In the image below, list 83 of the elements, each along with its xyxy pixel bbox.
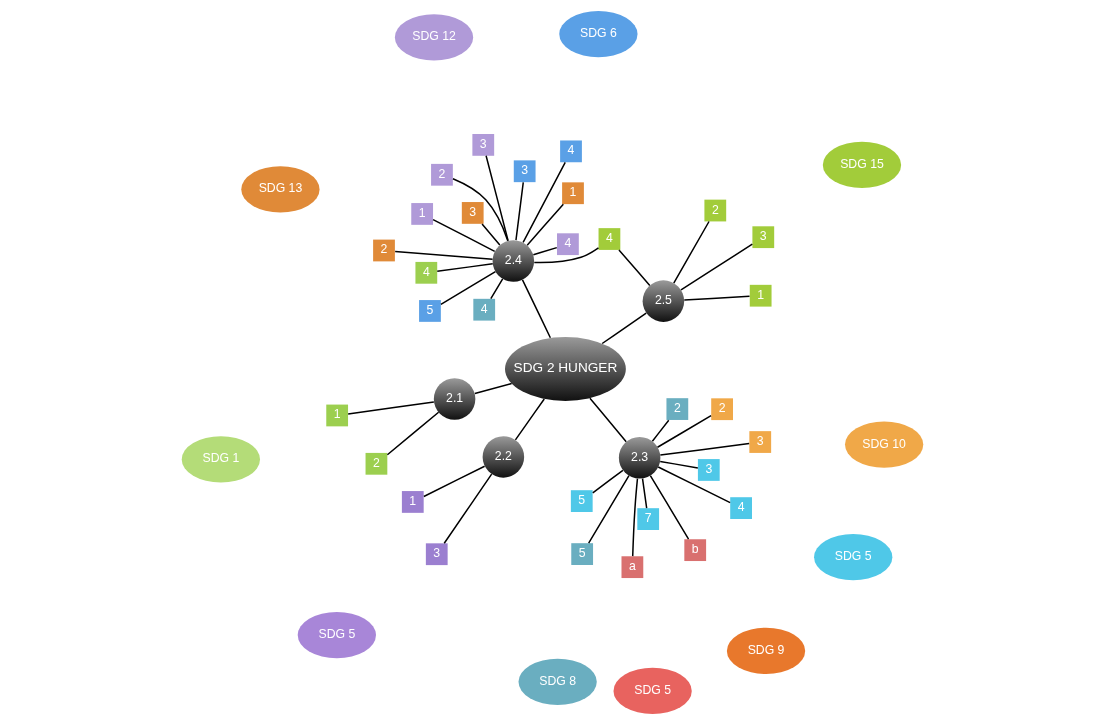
- node-ellipse: SDG 10: [845, 421, 924, 468]
- node-box: 1: [326, 404, 349, 427]
- node-ellipse: SDG 1: [181, 436, 260, 483]
- connector: [526, 203, 565, 246]
- node-ellipse: SDG 5: [814, 534, 893, 581]
- connector: [423, 465, 486, 498]
- connector: [440, 270, 497, 306]
- node-ellipse: SDG 13: [241, 166, 320, 213]
- node-ellipse: SDG 9: [726, 627, 806, 675]
- connector: [601, 312, 647, 345]
- connector: [452, 178, 509, 242]
- connector: [443, 473, 493, 544]
- node-box: 4: [598, 228, 621, 250]
- node-box: 2: [711, 398, 733, 421]
- connector: [514, 398, 545, 441]
- node-box: 2: [666, 398, 689, 420]
- node-ellipse: SDG 5: [297, 611, 376, 659]
- connector: [683, 295, 751, 301]
- node-ellipse: SDG 12: [394, 14, 474, 61]
- connector: [481, 223, 501, 246]
- node-box: 1: [411, 203, 434, 225]
- connector: [651, 419, 670, 443]
- node-box: 5: [570, 490, 593, 512]
- node-box: 4: [557, 233, 579, 256]
- node-box: 3: [472, 134, 495, 156]
- node-box: 3: [749, 431, 772, 453]
- connector: [436, 263, 494, 273]
- connector: [649, 474, 690, 540]
- connector: [587, 474, 630, 544]
- connector: [432, 218, 496, 253]
- node-box: 4: [473, 298, 496, 321]
- connector: [589, 397, 627, 443]
- connector: [521, 279, 552, 339]
- node-box: 1: [749, 284, 772, 307]
- connector: [490, 278, 504, 300]
- node-box: 5: [419, 300, 441, 322]
- connector: [659, 460, 699, 469]
- connector: [533, 247, 600, 264]
- node-ellipse: SDG 2 HUNGER: [505, 336, 626, 401]
- node-box: 4: [415, 261, 438, 284]
- connector: [474, 382, 513, 395]
- node-box: 2: [373, 239, 395, 262]
- node-circle: 2.3: [618, 437, 661, 479]
- node-box: 3: [513, 160, 536, 183]
- node-box: b: [684, 539, 707, 562]
- node-ellipse: SDG 15: [822, 141, 902, 189]
- node-box: a: [621, 556, 644, 579]
- node-circle: 2.2: [482, 436, 525, 478]
- connector: [641, 477, 648, 509]
- connector: [673, 220, 710, 284]
- connector: [532, 246, 558, 256]
- node-box: 7: [637, 508, 660, 530]
- connector: [618, 249, 651, 287]
- connector: [515, 181, 524, 241]
- connector: [347, 401, 435, 415]
- connector: [522, 161, 566, 244]
- node-box: 3: [697, 459, 720, 481]
- connector: [485, 155, 509, 242]
- node-box: 1: [401, 491, 424, 513]
- node-box: 2: [365, 452, 388, 475]
- node-ellipse: SDG 5: [613, 667, 692, 715]
- connector: [680, 243, 754, 291]
- node-box: 4: [730, 497, 752, 519]
- node-box: 3: [752, 226, 775, 249]
- node-box: 4: [560, 140, 582, 163]
- node-box: 2: [704, 199, 727, 222]
- node-box: 3: [425, 543, 448, 566]
- node-box: 2: [431, 163, 453, 186]
- node-box: 3: [461, 202, 484, 224]
- node-box: 5: [571, 543, 594, 565]
- connector: [592, 469, 624, 494]
- node-circle: 2.4: [492, 240, 535, 282]
- node-box: 1: [562, 182, 584, 205]
- node-circle: 2.5: [642, 280, 685, 322]
- connector: [386, 411, 440, 456]
- connector: [631, 477, 639, 557]
- connector: [657, 466, 731, 504]
- connector: [394, 250, 494, 260]
- node-ellipse: SDG 8: [518, 658, 597, 705]
- connector: [659, 442, 750, 456]
- node-ellipse: SDG 6: [559, 10, 638, 58]
- node-circle: 2.1: [433, 378, 476, 420]
- connector: [656, 414, 712, 448]
